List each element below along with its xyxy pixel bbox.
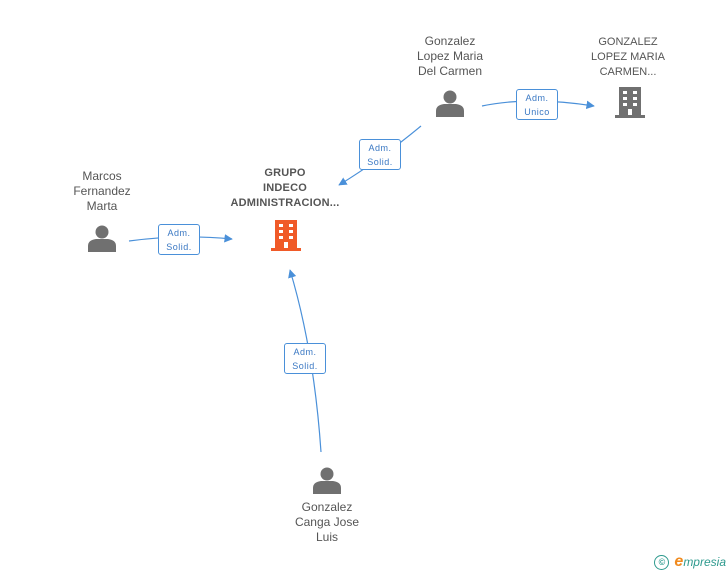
node-label-marcos[interactable]: Marcos Fernandez Marta <box>73 169 131 213</box>
building-icon[interactable] <box>615 87 645 118</box>
node-label-gonzalez-lopez[interactable]: Gonzalez Lopez Maria Del Carmen <box>416 34 484 78</box>
node-label-grupo-indeco[interactable]: GRUPO INDECO ADMINISTRACION... <box>230 167 340 209</box>
copyright-icon: © <box>654 554 670 570</box>
person-icon[interactable] <box>88 225 116 253</box>
edge-label-adm-solid[interactable]: Adm. Solid. <box>158 224 200 255</box>
person-icon[interactable] <box>313 467 341 495</box>
brand-logo-text: mpresia <box>683 555 726 569</box>
edge-label-adm-solid[interactable]: Adm. Solid. <box>284 343 326 374</box>
brand-logo-initial: e <box>674 553 684 570</box>
brand-footer[interactable]: © e mpresia <box>654 553 726 571</box>
node-label-gonzalez-canga[interactable]: Gonzalez Canga Jose Luis <box>294 500 360 544</box>
edge-label-adm-unico[interactable]: Adm. Unico <box>516 89 558 120</box>
person-icon[interactable] <box>436 90 464 118</box>
node-label-gonzalez-lopez-company[interactable]: GONZALEZ LOPEZ MARIA CARMEN... <box>591 36 665 78</box>
building-icon[interactable] <box>271 220 301 251</box>
edge-label-adm-solid[interactable]: Adm. Solid. <box>359 139 401 170</box>
